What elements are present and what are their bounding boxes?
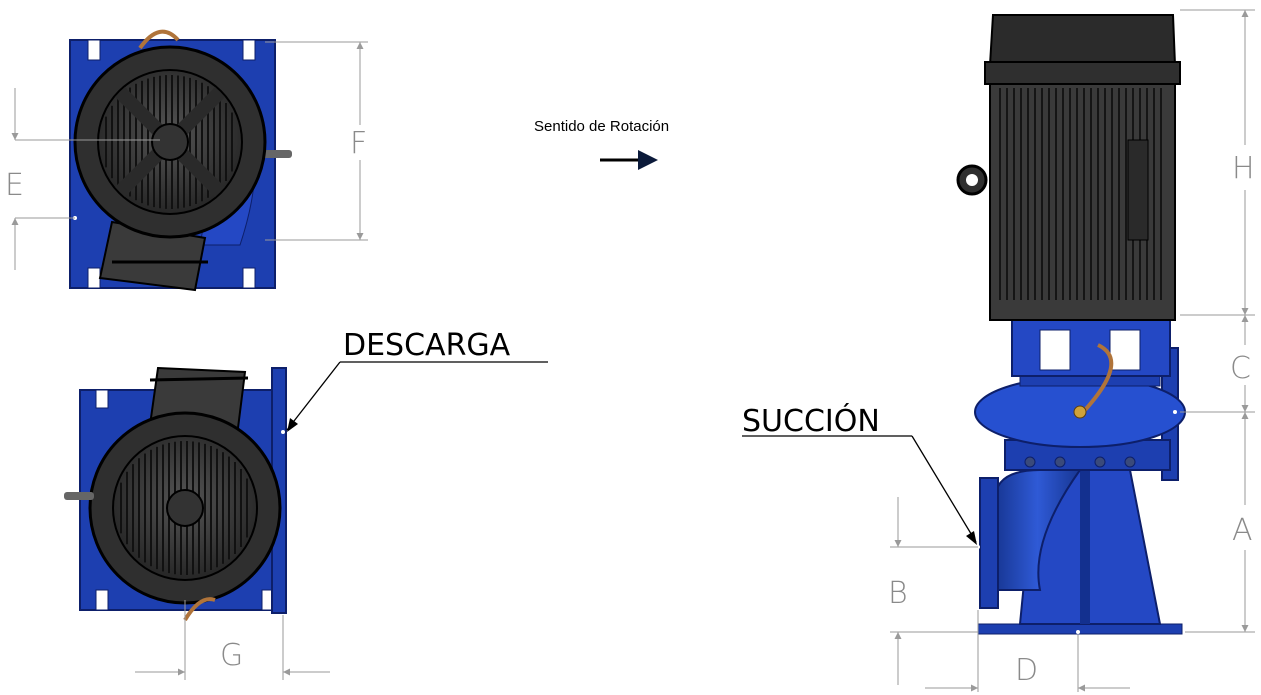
dimension-c-label: C bbox=[1230, 351, 1251, 386]
rotation-arrow-icon bbox=[600, 150, 658, 170]
discharge-pointer-icon bbox=[287, 418, 298, 432]
side-elevation-view bbox=[956, 14, 1186, 635]
dimension-f-label: F bbox=[350, 126, 367, 161]
motor-bracket bbox=[1011, 317, 1171, 377]
base-plate bbox=[977, 623, 1183, 635]
top-plan-view bbox=[69, 29, 292, 292]
suction-pointer-icon bbox=[966, 531, 977, 545]
motor-fan-cover bbox=[988, 14, 1177, 66]
discharge-label: DESCARGA bbox=[343, 328, 511, 363]
bottom-plan-view bbox=[64, 366, 287, 622]
dimension-h-label: H bbox=[1232, 151, 1255, 186]
dimension-b-label: B bbox=[888, 576, 908, 611]
leader-lines bbox=[286, 361, 977, 543]
dimension-lines bbox=[11, 9, 1255, 692]
rotation-label: Sentido de Rotación bbox=[534, 118, 669, 135]
dimension-g-label: G bbox=[220, 638, 243, 673]
suction-elbow bbox=[994, 469, 1082, 591]
dimension-d-label: D bbox=[1015, 653, 1038, 688]
suction-label: SUCCIÓN bbox=[742, 402, 880, 439]
dimension-a-label: A bbox=[1232, 513, 1253, 548]
dimension-e-label: E bbox=[5, 168, 24, 203]
suction-flange bbox=[979, 477, 999, 609]
